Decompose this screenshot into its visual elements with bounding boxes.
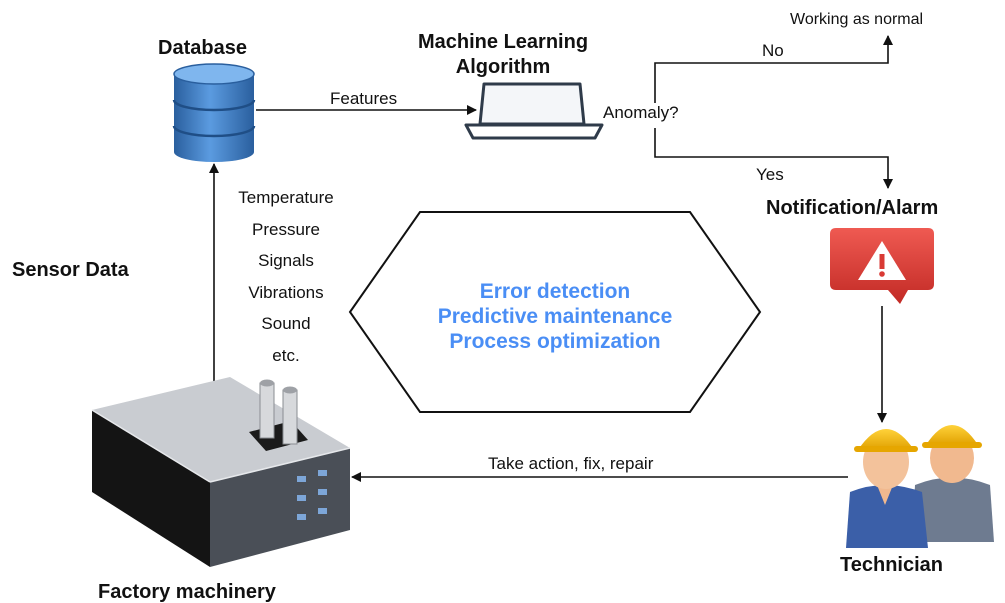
- signal-item: Pressure: [251, 219, 321, 239]
- no-branch-label: No: [762, 41, 784, 60]
- applications-hexagon: [348, 211, 762, 413]
- database-cylinder-icon: [172, 63, 256, 162]
- laptop-icon: [464, 82, 604, 140]
- yes-branch-label: Yes: [756, 165, 784, 184]
- application-item: Process optimization: [449, 330, 661, 353]
- technicians-icon: [846, 425, 994, 548]
- factory-icon: [91, 377, 351, 567]
- technician-label: Technician: [840, 554, 943, 576]
- no-branch-arrow: [654, 35, 893, 103]
- notification-alarm-label: Notification/Alarm: [766, 197, 939, 219]
- application-item: Error detection: [479, 280, 631, 303]
- applications-text: Error detection Predictive maintenance P…: [380, 279, 730, 354]
- sensor-signals-list: Temperature Pressure Signals Vibrations …: [220, 182, 352, 371]
- database-label: Database: [158, 37, 247, 59]
- ml-algorithm-label: Machine Learning Algorithm: [418, 30, 588, 80]
- working-as-normal-label: Working as normal: [790, 11, 924, 28]
- ml-label-line-1: Machine Learning: [418, 31, 589, 53]
- factory-machinery-label: Factory machinery: [98, 581, 276, 603]
- signal-item: Vibrations: [248, 282, 324, 302]
- features-label: Features: [330, 89, 398, 108]
- take-action-label: Take action, fix, repair: [488, 454, 654, 473]
- warning-alarm-icon: [830, 228, 934, 304]
- signal-item: Temperature: [238, 188, 334, 207]
- sensor-data-label: Sensor Data: [12, 259, 129, 281]
- signal-item: etc.: [272, 345, 300, 365]
- yes-branch-arrow: [654, 128, 893, 189]
- application-item: Predictive maintenance: [437, 305, 673, 328]
- signal-item: Sound: [261, 314, 311, 333]
- ml-label-line-2: Algorithm: [455, 56, 551, 78]
- signal-item: Signals: [258, 251, 314, 270]
- anomaly-question-label: Anomaly?: [603, 103, 679, 122]
